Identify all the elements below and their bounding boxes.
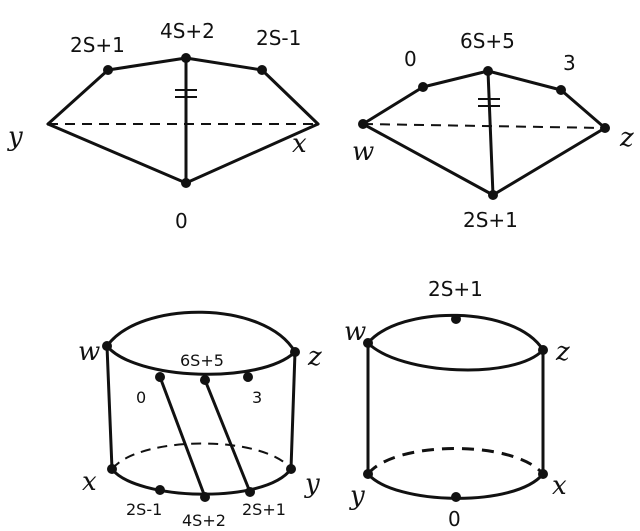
fig4-vertex-bottom <box>451 492 461 502</box>
fig4-label-z: z <box>555 337 570 367</box>
fig3-diagonal-1 <box>158 375 207 499</box>
fig3-vertex-inner-right <box>243 372 253 382</box>
fig3-label-bottom-mid: 4S+2 <box>182 511 226 530</box>
fig4-label-top: 2S+1 <box>428 277 483 301</box>
fig3-top-ellipse-upper <box>105 310 297 354</box>
fig2-label-top-mid: 6S+5 <box>460 29 515 53</box>
fig2-vertex-bottom <box>488 190 498 200</box>
fig3-vertex-top-mid <box>200 375 210 385</box>
fig3-label-x: x <box>82 467 97 497</box>
fig2-vertex-left <box>358 119 368 129</box>
fig2-vertex-right <box>600 123 610 133</box>
fig4-bottom-ellipse-back <box>366 447 545 475</box>
fig3-label-inner-right: 3 <box>252 388 262 407</box>
fig3-label-bottom-right: 2S+1 <box>242 500 286 519</box>
fig4-label-x: x <box>552 471 567 501</box>
figure-4: 2S+1 w z y x 0 <box>344 277 570 531</box>
fig2-dashed-edge <box>362 123 606 129</box>
fig4-vertex-top <box>451 314 461 324</box>
fig3-label-inner-left: 0 <box>136 388 146 407</box>
fig2-label-top-left: 0 <box>404 47 417 71</box>
fig1-label-top-mid: 4S+2 <box>160 19 215 43</box>
fig4-label-bottom: 0 <box>448 507 461 531</box>
fig3-vertex-bottom-mid <box>200 492 210 502</box>
fig2-label-bottom: 2S+1 <box>463 208 518 232</box>
fig1-label-top-right: 2S-1 <box>256 26 301 50</box>
fig1-label-bottom: 0 <box>175 209 188 233</box>
fig2-label-left: w <box>352 137 374 167</box>
fig3-vertex-y <box>286 464 296 474</box>
fig4-top-ellipse-lower <box>366 341 545 372</box>
fig2-vertex-top-right <box>556 85 566 95</box>
fig3-label-top-mid: 6S+5 <box>180 351 224 370</box>
fig3-label-bottom-left: 2S-1 <box>126 500 162 519</box>
figure-2: 0 6S+5 3 2S+1 w z <box>352 29 634 232</box>
fig3-vertex-w <box>102 341 112 351</box>
fig3-top-ellipse-lower <box>105 344 297 376</box>
fig4-vertex-y <box>363 469 373 479</box>
fig1-label-right: x <box>292 129 307 159</box>
fig3-label-w: w <box>78 337 100 367</box>
fig4-label-y: y <box>349 481 365 511</box>
fig2-vertex-top-mid <box>483 66 493 76</box>
fig2-label-top-right: 3 <box>563 51 576 75</box>
fig3-vertex-inner-left <box>155 372 165 382</box>
fig3-vertex-z <box>290 347 300 357</box>
fig3-vertex-bottom-left <box>155 485 165 495</box>
fig1-vertex-top-mid <box>181 53 191 63</box>
fig3-vertex-bottom-right <box>245 487 255 497</box>
fig3-label-z: z <box>307 342 322 372</box>
fig3-side-left <box>105 344 114 471</box>
fig4-label-w: w <box>344 317 366 347</box>
fig4-vertex-x <box>538 469 548 479</box>
fig1-vertex-top-right <box>257 65 267 75</box>
figure-3: w z x y 6S+5 0 3 2S-1 4S+2 2S+1 <box>78 310 322 530</box>
fig2-bottom-path <box>361 122 607 197</box>
fig1-label-top-left: 2S+1 <box>70 33 125 57</box>
fig1-vertex-bottom <box>181 178 191 188</box>
fig3-bottom-ellipse-back <box>111 442 292 470</box>
fig4-vertex-z <box>538 345 548 355</box>
fig3-side-right <box>289 350 297 471</box>
fig1-bottom-path <box>46 122 320 185</box>
figure-1: 2S+1 4S+2 2S-1 0 y x <box>7 19 320 233</box>
fig1-label-left: y <box>7 122 23 152</box>
fig2-vertical-edge <box>486 69 495 197</box>
fig2-label-right: z <box>619 123 634 153</box>
fig3-label-y: y <box>304 469 320 499</box>
fig3-diagonal-2 <box>203 378 252 494</box>
fig4-vertex-w <box>363 338 373 348</box>
fig3-vertex-x <box>107 464 117 474</box>
fig2-vertex-top-left <box>418 82 428 92</box>
fig3-bottom-ellipse-front <box>110 467 293 496</box>
fig1-vertex-top-left <box>103 65 113 75</box>
